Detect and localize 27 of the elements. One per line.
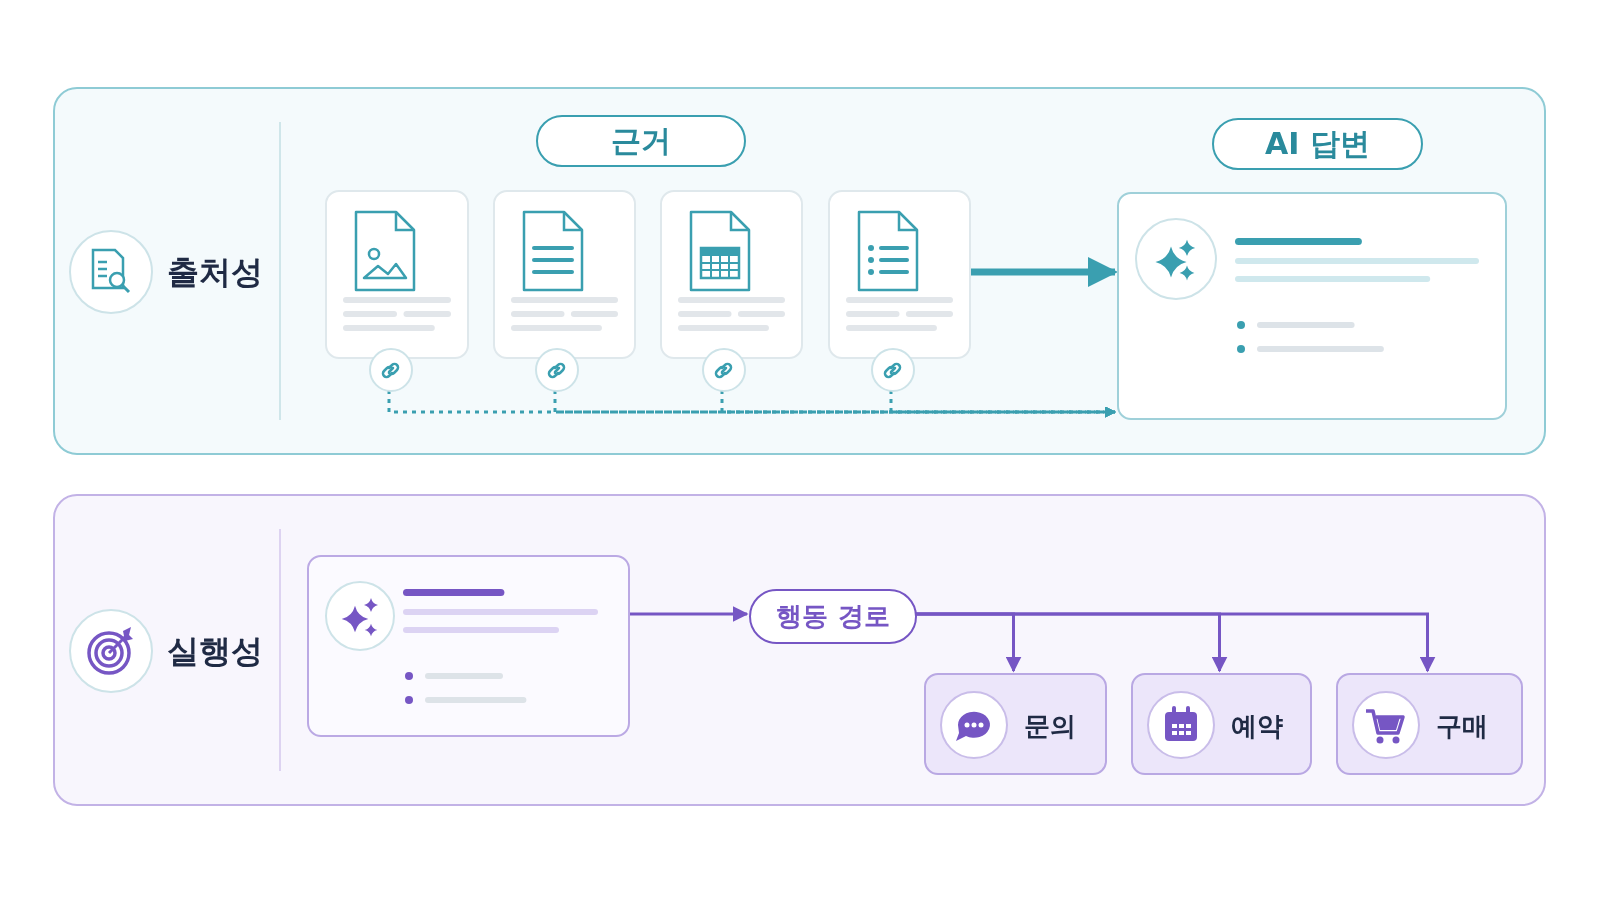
arrow <box>628 606 749 622</box>
action-label: 예약 <box>1231 710 1283 743</box>
section-label-pill: 행동 경로 <box>749 589 917 644</box>
ai-answer-card <box>307 555 630 737</box>
action-label: 문의 <box>1024 710 1076 743</box>
section-panel <box>53 494 1546 806</box>
link-badge <box>369 348 413 392</box>
action-card <box>1131 673 1312 775</box>
link-badge <box>871 348 915 392</box>
section-label-pill: 근거 <box>536 115 746 167</box>
action-card <box>1336 673 1523 775</box>
section-title: 실행성 <box>167 631 263 672</box>
source-document-card <box>828 190 971 359</box>
link-badge <box>702 348 746 392</box>
section-label-pill: AI 답변 <box>1212 118 1423 170</box>
arrow <box>969 257 1118 287</box>
action-card <box>924 673 1107 775</box>
source-document-card <box>325 190 469 359</box>
section-panel <box>53 87 1546 455</box>
ai-answer-card <box>1117 192 1507 420</box>
source-document-card <box>660 190 803 359</box>
link-badge <box>535 348 579 392</box>
section-title: 출처성 <box>167 252 263 293</box>
action-label: 구매 <box>1436 710 1488 743</box>
source-document-card <box>493 190 636 359</box>
arrow <box>915 612 1436 673</box>
dashed-arrow <box>889 390 1117 418</box>
